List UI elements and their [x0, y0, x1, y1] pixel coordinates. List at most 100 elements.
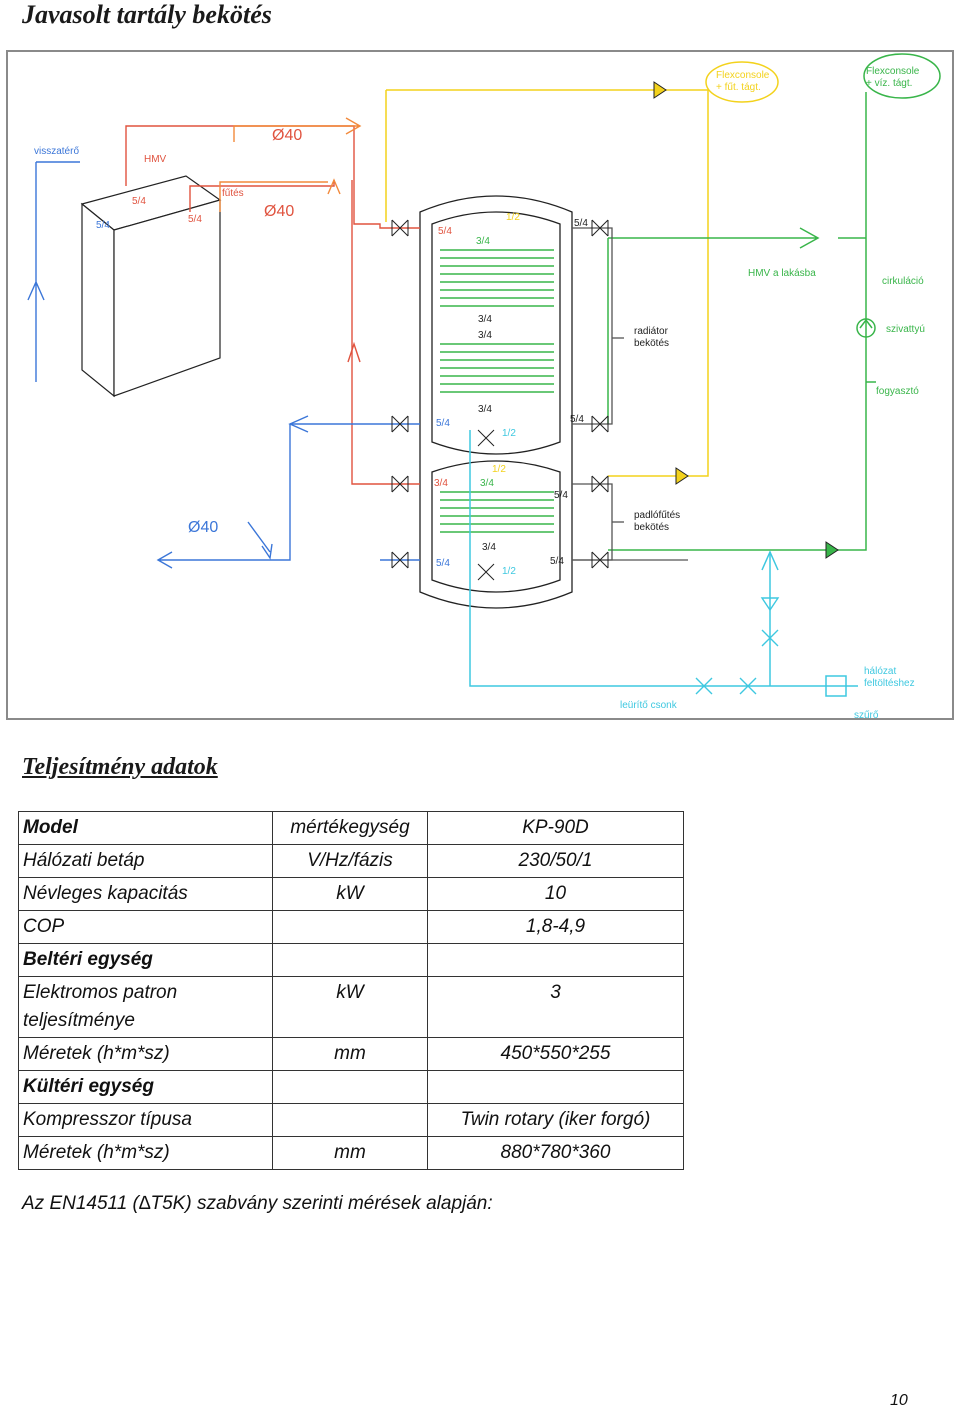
label-tank-34-a: 3/4 [476, 236, 490, 247]
spec-cell-c3: 230/50/1 [427, 844, 684, 878]
spec-cell-c3: 3 [427, 976, 684, 1038]
spec-cell-c3: 450*550*255 [427, 1037, 684, 1071]
label-tank-54-f: 5/4 [436, 558, 450, 569]
spec-cell-c2: V/Hz/fázis [272, 844, 428, 878]
spec-row: Kültéri egység [18, 1070, 684, 1104]
spec-cell-c2: mértékegység [272, 811, 428, 845]
label-tank-34-g: 3/4 [482, 542, 496, 553]
spec-cell-c2: mm [272, 1037, 428, 1071]
label-flexconsole-viz-1: Flexconsole [866, 66, 920, 77]
label-halozat-2: feltöltéshez [864, 678, 915, 689]
label-visszatero: visszatérő [34, 146, 79, 157]
label-tank-54-d: 5/4 [570, 414, 584, 425]
label-fogyaszto: fogyasztó [876, 386, 919, 397]
page-heading: Javasolt tartály bekötés [22, 0, 272, 29]
label-tank-34-f: 3/4 [480, 478, 494, 489]
spec-row: Beltéri egység [18, 943, 684, 977]
measurement-note: Az EN14511 (∆T5K) szabvány szerinti méré… [22, 1193, 493, 1214]
spec-cell-c3: KP-90D [427, 811, 684, 845]
label-padlofutes-2: bekötés [634, 522, 669, 533]
spec-cell-c1: Kültéri egység [18, 1070, 273, 1104]
spec-cell-c2: kW [272, 877, 428, 911]
label-flexconsole-fut-2: + fűt. tágt. [716, 82, 761, 93]
label-halozat-1: hálózat [864, 666, 896, 677]
spec-cell-c3: 880*780*360 [427, 1136, 684, 1170]
orange-arrows [219, 117, 362, 212]
spec-cell-c3 [427, 1070, 684, 1104]
label-tank-34-b: 3/4 [478, 314, 492, 325]
spec-cell-c3 [427, 943, 684, 977]
spec-cell-c1: Model [18, 811, 273, 845]
label-urito: leürítő csonk [620, 700, 678, 711]
specs-heading: Teljesítmény adatok [22, 754, 218, 780]
label-d40-futes: Ø40 [264, 203, 294, 220]
label-szivattyu: szivattyú [886, 324, 925, 335]
label-hmv-lakasba: HMV a lakásba [748, 268, 816, 279]
tank-connection-diagram: visszatérő HMV fűtés Ø40 Ø40 Ø40 5/4 5/4… [6, 50, 954, 720]
spec-cell-c1: Beltéri egység [18, 943, 273, 977]
spec-cell-c3: 10 [427, 877, 684, 911]
label-padlofutes-1: padlófűtés [634, 510, 680, 521]
label-tank-54-e: 5/4 [554, 490, 568, 501]
lower-coils [440, 491, 554, 533]
label-tank-54-b: 5/4 [574, 218, 588, 229]
spec-cell-c1: COP [18, 910, 273, 944]
spec-cell-c2: kW [272, 976, 428, 1038]
red-pipes [125, 125, 420, 485]
label-tank-54-a: 5/4 [438, 226, 452, 237]
spec-cell-c1: Névleges kapacitás [18, 877, 273, 911]
label-tank-12-a: 1/2 [506, 212, 520, 223]
label-tank-54-c: 5/4 [436, 418, 450, 429]
label-tank-34-e: 3/4 [434, 478, 448, 489]
spec-cell-c1: Kompresszor típusa [18, 1103, 273, 1137]
yellow-pipes [385, 61, 779, 477]
page-number: 10 [890, 1392, 908, 1409]
label-radiator-2: bekötés [634, 338, 669, 349]
storage-tank [419, 195, 573, 609]
yellow-valve [653, 81, 689, 485]
label-tank-12-d: 1/2 [502, 566, 516, 577]
spec-cell-c2 [272, 1103, 428, 1137]
label-d40-hmv: Ø40 [272, 127, 302, 144]
diagram-svg: visszatérő HMV fűtés Ø40 Ø40 Ø40 5/4 5/4… [27, 53, 941, 718]
spec-cell-c3: Twin rotary (iker forgó) [427, 1103, 684, 1137]
cyan-valves [695, 597, 780, 695]
indoor-unit-box [80, 175, 222, 398]
spec-row: Kompresszor típusa Twin rotary (iker forg… [18, 1103, 684, 1137]
label-cirkulacio: cirkuláció [882, 276, 924, 287]
spec-cell-c2 [272, 943, 428, 977]
label-tank-34-c: 3/4 [478, 330, 492, 341]
label-flexconsole-viz-2: + víz. tágt. [866, 78, 912, 89]
green-pipes [607, 53, 941, 551]
valve-symbols [391, 219, 609, 581]
spec-cell-c2 [272, 910, 428, 944]
spec-cell-c2 [272, 1070, 428, 1104]
label-hmv-54: 5/4 [132, 196, 146, 207]
label-tank-12-b: 1/2 [502, 428, 516, 439]
label-hmv: HMV [144, 154, 167, 165]
label-tank-34-d: 3/4 [478, 404, 492, 415]
spec-cell-c1: Méretek (h*m*sz) [18, 1037, 273, 1071]
upper-coils [440, 249, 554, 393]
label-tank-12-c: 1/2 [492, 464, 506, 475]
label-futes-54: 5/4 [188, 214, 202, 225]
label-futes: fűtés [222, 188, 244, 199]
label-szuro: szűrő [854, 710, 879, 718]
spec-row: COP 1,8-4,9 [18, 910, 684, 944]
diagram-labels: visszatérő HMV fűtés Ø40 Ø40 Ø40 5/4 5/4… [34, 66, 925, 718]
spec-cell-c1: Hálózati betáp [18, 844, 273, 878]
cyan-pipes [469, 430, 858, 697]
label-flexconsole-fut-1: Flexconsole [716, 70, 770, 81]
label-tank-54-g: 5/4 [550, 556, 564, 567]
spec-cell-c1: Elektromos patron teljesítménye [18, 976, 273, 1038]
label-return-54: 5/4 [96, 220, 110, 231]
spec-cell-c3: 1,8-4,9 [427, 910, 684, 944]
green-valve [825, 541, 839, 559]
